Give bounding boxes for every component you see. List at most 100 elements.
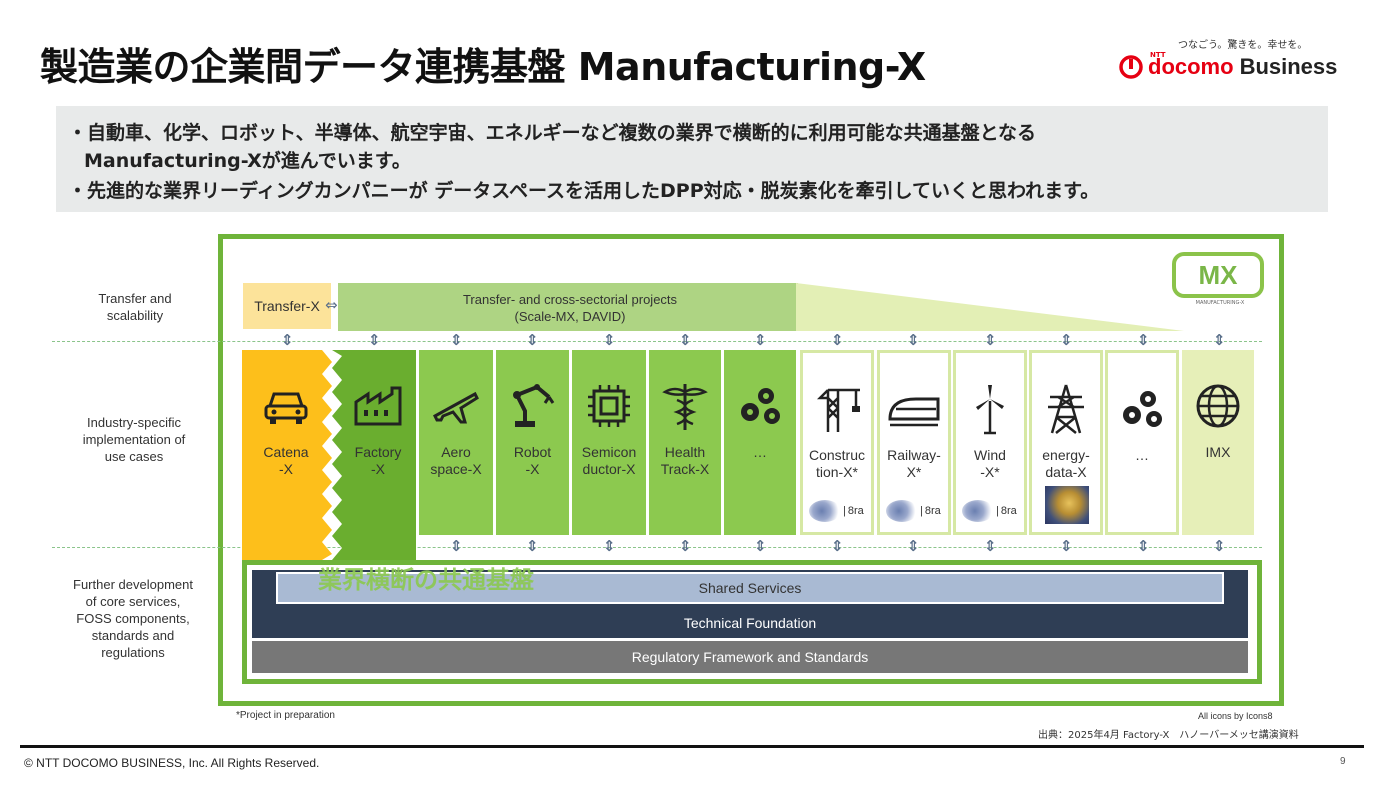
updown-arrow-icon: ⇕ xyxy=(1137,537,1150,555)
column-label: Aero space-X xyxy=(430,444,482,477)
column-more-1: … xyxy=(724,350,796,535)
robot-arm-icon xyxy=(512,384,554,427)
updown-arrow-icon: ⇕ xyxy=(831,537,844,555)
regulatory-label: Regulatory Framework and Standards xyxy=(631,649,869,665)
badge-text: | xyxy=(843,504,846,517)
airplane-icon xyxy=(433,391,479,424)
badge-label: 8ra xyxy=(924,504,941,517)
catena-zigzag-bg xyxy=(242,350,332,560)
updown-arrow-icon: ⇕ xyxy=(450,331,463,349)
icons-credit: All icons by Icons8 xyxy=(1198,711,1273,721)
column-imx: IMX xyxy=(1182,350,1254,535)
globe-icon xyxy=(1196,384,1240,428)
map-badge: |8ra xyxy=(886,500,941,522)
updown-arrow-icon: ⇕ xyxy=(526,537,539,555)
energy-map-image xyxy=(1045,486,1089,524)
train-icon xyxy=(888,397,940,427)
factory-icon xyxy=(354,386,402,426)
badge-label: 8ra xyxy=(1000,504,1017,517)
docomo-circle-icon xyxy=(1119,55,1143,79)
separator-top xyxy=(52,341,1262,342)
caduceus-icon xyxy=(662,384,708,430)
updown-arrow-icon: ⇕ xyxy=(1213,331,1226,349)
updown-arrow-icon: ⇕ xyxy=(907,331,920,349)
mx-logo: MX MANUFACTURING-X xyxy=(1172,252,1268,308)
column-energy-data-x: energy- data-X xyxy=(1029,350,1103,535)
column-label: Health Track-X xyxy=(660,444,710,477)
logo-business: Business xyxy=(1239,54,1338,79)
mx-logo-mark: MX xyxy=(1172,252,1264,298)
row-label-further: Further development of core services, FO… xyxy=(73,577,193,660)
column-label: Construc tion-X* xyxy=(808,447,866,480)
europe-map-image xyxy=(886,500,918,522)
updown-arrow-icon: ⇕ xyxy=(526,331,539,349)
transfer-x-label: Transfer-X xyxy=(254,298,320,314)
technical-foundation-label: Technical Foundation xyxy=(683,615,817,631)
updown-arrow-icon: ⇕ xyxy=(754,537,767,555)
logo-ntt: NTT xyxy=(1150,51,1166,59)
gears-icon xyxy=(741,388,780,424)
column-more-2: … xyxy=(1105,350,1179,535)
updown-arrow-icon: ⇕ xyxy=(754,331,767,349)
column-label: Railway- X* xyxy=(887,447,941,480)
crane-icon xyxy=(816,388,860,432)
row-label-industry: Industry-specific implementation of use … xyxy=(82,415,186,464)
logo-brand: docomo xyxy=(1148,54,1234,79)
updown-arrow-icon: ⇕ xyxy=(984,537,997,555)
copyright: © NTT DOCOMO BUSINESS, Inc. All Rights R… xyxy=(24,756,320,770)
car-icon xyxy=(264,392,308,424)
column-label: Catena -X xyxy=(263,444,309,477)
updown-arrow-icon: ⇕ xyxy=(1213,537,1226,555)
page-title: 製造業の企業間データ連携基盤 Manufacturing-X xyxy=(40,45,926,89)
gears-icon xyxy=(1123,391,1162,427)
europe-map-image xyxy=(962,500,994,522)
footer-divider xyxy=(20,745,1364,748)
cross-projects-label: Transfer- and cross-sectorial projects (… xyxy=(462,292,678,324)
row-label-transfer: Transfer and scalability xyxy=(98,291,172,323)
map-badge: |8ra xyxy=(962,500,1017,522)
technical-foundation-layer: Technical Foundation xyxy=(252,608,1248,638)
cross-industry-overlay-text: 業界横断の共通基盤 xyxy=(318,566,534,594)
updown-arrow-icon: ⇕ xyxy=(1060,331,1073,349)
updown-arrow-icon: ⇕ xyxy=(450,537,463,555)
shared-services-label: Shared Services xyxy=(698,580,802,596)
updown-arrow-icon: ⇕ xyxy=(603,331,616,349)
column-label: Robot -X xyxy=(513,444,552,477)
column-catena-x: Catena -X xyxy=(248,350,324,535)
logo-tagline: つなごう。驚きを。幸せを。 xyxy=(1178,40,1308,51)
updown-arrow-icon: ⇕ xyxy=(831,331,844,349)
column-robot-x: Robot -X xyxy=(496,350,569,535)
power-tower-icon xyxy=(1048,384,1084,434)
updown-arrow-icon: ⇕ xyxy=(281,331,294,349)
column-factory-x: Factory -X xyxy=(340,350,416,535)
badge-text: | xyxy=(920,504,923,517)
column-label: … xyxy=(1135,447,1149,463)
wind-turbine-icon xyxy=(976,385,1004,435)
summary-bullet-1: ・自動車、化学、ロボット、半導体、航空宇宙、エネルギーなど複数の業界で横断的に利… xyxy=(68,122,1037,144)
summary-bullet-1-cont: Manufacturing-Xが進んでいます。 xyxy=(84,150,411,172)
column-construction-x: Construc tion-X* |8ra xyxy=(800,350,874,535)
updown-arrow-icon: ⇕ xyxy=(603,537,616,555)
updown-arrow-icon: ⇕ xyxy=(368,331,381,349)
column-railway-x: Railway- X* |8ra xyxy=(877,350,951,535)
source-citation: 出典：2025年4月 Factory-X ハノーバーメッセ講演資料 xyxy=(1038,730,1299,741)
updown-arrow-icon: ⇕ xyxy=(679,331,692,349)
badge-text: | xyxy=(996,504,999,517)
updown-arrow-icon: ⇕ xyxy=(907,537,920,555)
column-label: Wind -X* xyxy=(974,447,1006,480)
badge-label: 8ra xyxy=(847,504,864,517)
factory-zigzag-bg xyxy=(332,350,416,560)
summary-box: ・自動車、化学、ロボット、半導体、航空宇宙、エネルギーなど複数の業界で横断的に利… xyxy=(56,106,1328,212)
column-label: Factory -X xyxy=(354,444,402,477)
shared-services-layer: Shared Services xyxy=(276,572,1224,604)
separator-bottom xyxy=(52,547,1262,548)
transfer-x-box: Transfer-X xyxy=(243,283,331,329)
summary-bullet-2: ・先進的な業界リーディングカンパニーが データスペースを活用したDPP対応・脱炭… xyxy=(68,180,1100,202)
column-label: IMX xyxy=(1205,444,1231,460)
updown-arrow-icon: ⇕ xyxy=(1137,331,1150,349)
column-health-track-x: Health Track-X xyxy=(649,350,721,535)
updown-arrow-icon: ⇕ xyxy=(984,331,997,349)
map-badge: |8ra xyxy=(809,500,864,522)
column-semiconductor-x: Semicon ductor-X xyxy=(572,350,646,535)
column-label: … xyxy=(753,444,767,460)
